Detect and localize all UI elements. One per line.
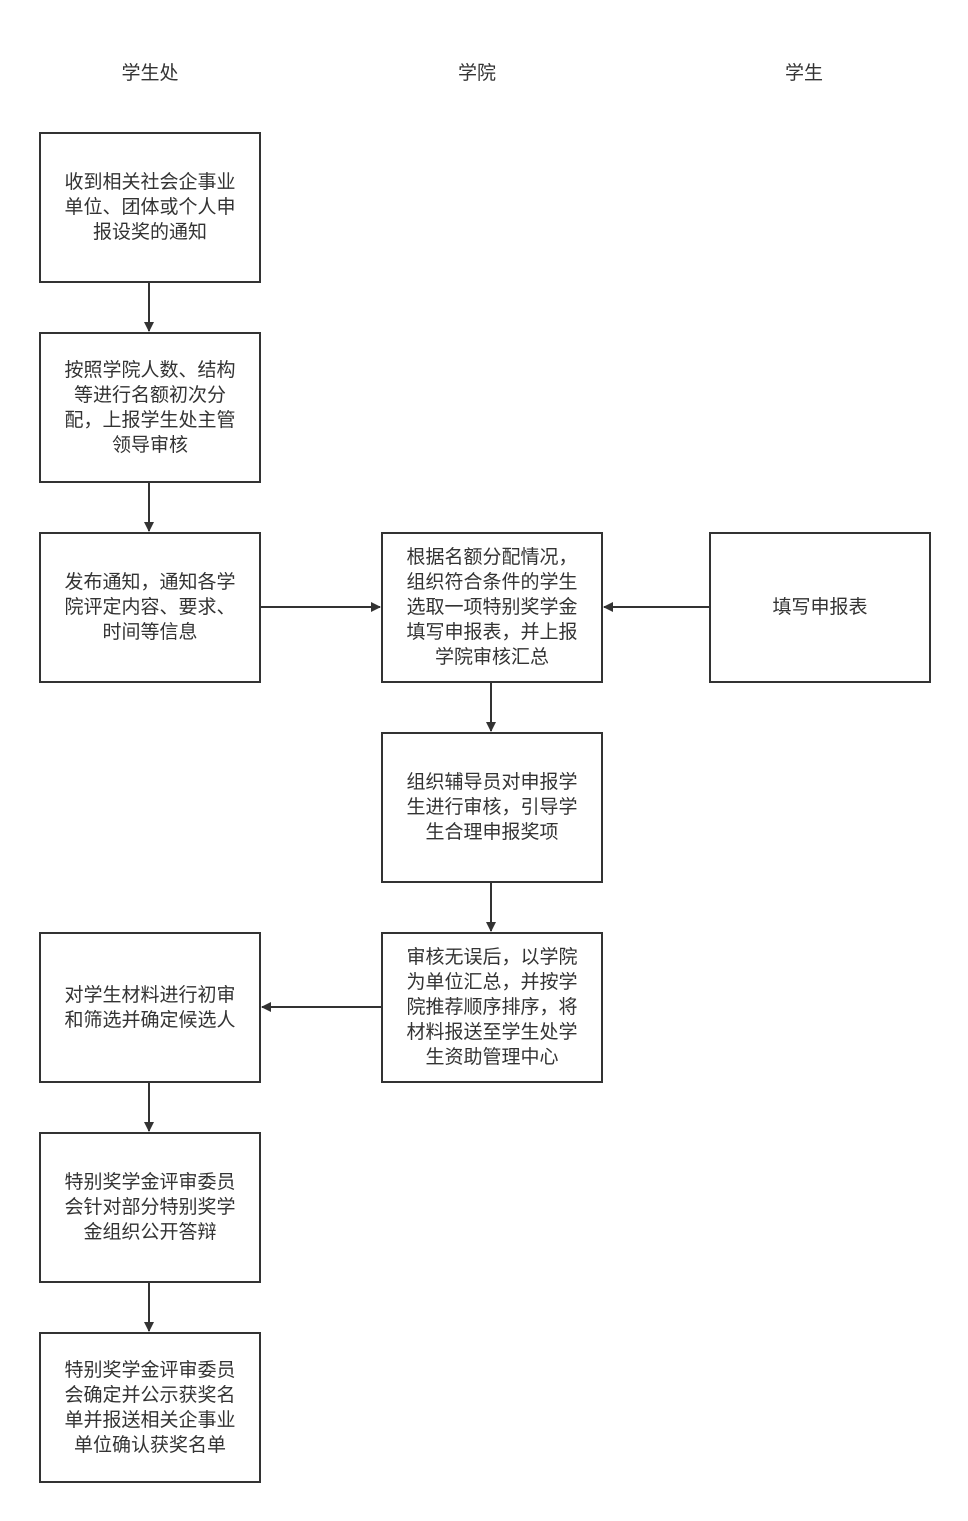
node-college-summary: 审核无误后，以学院 为单位汇总，并按学 院推荐顺序排序，将 材料报送至学生处学 … <box>381 932 603 1083</box>
node-organize-application: 根据名额分配情况， 组织符合条件的学生 选取一项特别奖学金 填写申报表，并上报 … <box>381 532 603 683</box>
lane-header-college: 学院 <box>457 63 496 84</box>
node-label: 特别奖学金评审委员 会针对部分特别奖学 金组织公开答辩 <box>64 1172 236 1243</box>
node-final-announcement: 特别奖学金评审委员 会确定并公示获奖名 单并报送相关企事业 单位确认获奖名单 <box>39 1332 261 1483</box>
node-label: 特别奖学金评审委员 会确定并公示获奖名 单并报送相关企事业 单位确认获奖名单 <box>64 1359 236 1456</box>
node-preliminary-review: 对学生材料进行初审 和筛选并确定候选人 <box>39 932 261 1083</box>
node-label: 发布通知，通知各学 院评定内容、要求、 时间等信息 <box>64 572 236 643</box>
node-label: 按照学院人数、结构 等进行名额初次分 配，上报学生处主管 领导审核 <box>64 359 236 456</box>
node-label: 填写申报表 <box>772 597 868 618</box>
node-fill-form: 填写申报表 <box>709 532 931 683</box>
node-public-defense: 特别奖学金评审委员 会针对部分特别奖学 金组织公开答辩 <box>39 1132 261 1283</box>
node-quota-allocation: 按照学院人数、结构 等进行名额初次分 配，上报学生处主管 领导审核 <box>39 332 261 483</box>
node-label: 对学生材料进行初审 和筛选并确定候选人 <box>64 984 236 1031</box>
lane-header-student: 学生 <box>784 63 823 84</box>
node-label: 组织辅导员对申报学 生进行审核，引导学 生合理申报奖项 <box>406 772 578 843</box>
lane-header-student-affairs: 学生处 <box>121 63 179 84</box>
node-label: 收到相关社会企事业 单位、团体或个人申 报设奖的通知 <box>64 172 236 243</box>
node-publish-notice: 发布通知，通知各学 院评定内容、要求、 时间等信息 <box>39 532 261 683</box>
node-label: 根据名额分配情况， 组织符合条件的学生 选取一项特别奖学金 填写申报表，并上报 … <box>406 547 578 668</box>
node-label: 审核无误后，以学院 为单位汇总，并按学 院推荐顺序排序，将 材料报送至学生处学 … <box>406 947 578 1068</box>
node-receive-notice: 收到相关社会企事业 单位、团体或个人申 报设奖的通知 <box>39 132 261 283</box>
node-counselor-review: 组织辅导员对申报学 生进行审核，引导学 生合理申报奖项 <box>381 732 603 883</box>
